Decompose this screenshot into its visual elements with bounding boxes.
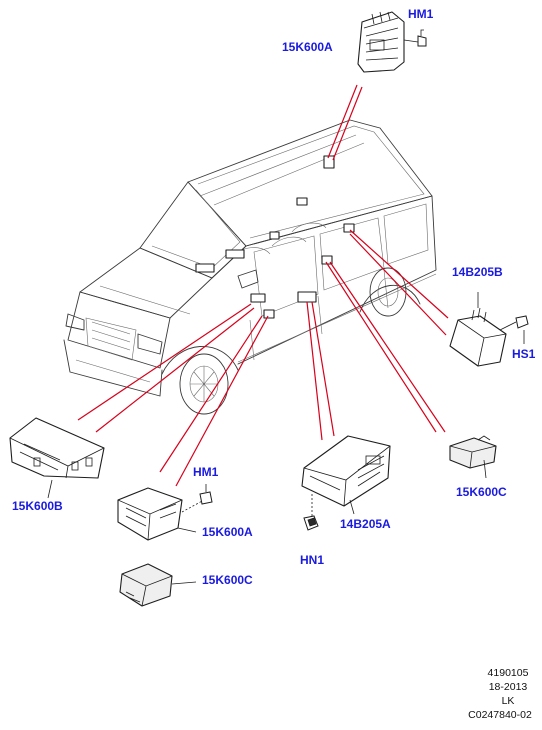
marker-rear-door [343,223,355,233]
leader-15k600a-bottom [159,315,263,473]
label-hm1-top: HM1 [408,7,434,21]
marker-dash-right [225,249,245,259]
module-14b205a [301,435,391,531]
label-15k600b: 15K600B [12,499,63,513]
leader-15k600c-right [329,261,446,433]
label-15k600a-bottom: 15K600A [202,525,253,539]
callout-labels: HM1 15K600A 14B205B HS1 15K600B HM1 15K6… [12,7,536,587]
label-hs1: HS1 [512,347,536,361]
ref-line-2: 18-2013 [489,681,528,693]
marker-a-pillar [269,231,280,240]
vehicle-module-markers [195,155,355,319]
label-15k600a-top: 15K600A [282,40,333,54]
label-14b205a: 14B205A [340,517,391,531]
ref-line-1: 4190105 [488,667,529,679]
leader-14b205a [306,301,323,441]
label-15k600c-right: 15K600C [456,485,507,499]
label-hn1: HN1 [300,553,324,567]
module-15k600b [9,417,105,499]
marker-center-console [297,291,317,303]
marker-footwell [250,293,266,303]
bolt-hm1-top [417,35,427,47]
marker-dash-left [195,263,215,273]
module-15k600a-bottom [117,484,213,541]
bolt-hm1-bottom [199,491,213,505]
leader-lines [77,84,449,487]
leader-15k600a-top [327,84,358,159]
marker-roof-module [323,155,335,169]
vehicle-outline [63,119,437,415]
marker-roof-center [296,197,308,206]
ref-line-3: LK [502,695,515,707]
module-15k600a-top [357,11,427,73]
label-14b205b: 14B205B [452,265,503,279]
label-15k600c-bottom: 15K600C [202,573,253,587]
screw-hs1 [515,315,529,329]
label-hm1-bottom: HM1 [193,465,219,479]
module-14b205b [449,292,529,367]
reference-block: 4190105 18-2013 LK C0247840-02 [468,667,532,721]
module-15k600c-bottom [119,563,197,607]
ref-line-4: C0247840-02 [468,709,532,721]
leader-15k600b [77,303,252,421]
leader-14b205b [349,229,449,319]
module-15k600c-right [449,435,497,479]
marker-lower-pillar [263,309,275,319]
